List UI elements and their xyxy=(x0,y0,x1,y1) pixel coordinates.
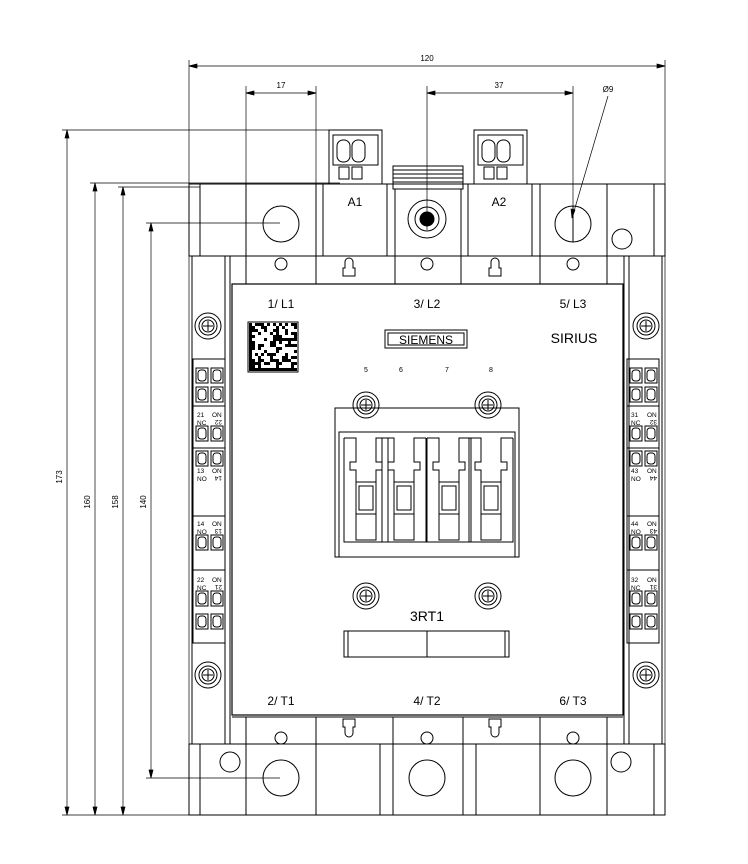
aux-number-8: 8 xyxy=(489,367,493,374)
left-upper-side: ON xyxy=(212,412,222,419)
left-upper-rot: 22 xyxy=(214,418,222,425)
siemens-logo: SIEMENS xyxy=(384,329,468,349)
terminal-t3 xyxy=(539,716,608,816)
aux-number-7: 7 xyxy=(445,367,449,374)
screw-8 xyxy=(632,661,660,689)
dim-158: 158 xyxy=(111,495,120,509)
screw-7 xyxy=(194,661,222,689)
left-lower1-type: NO xyxy=(197,529,207,536)
contact-1 xyxy=(343,437,389,543)
left-lower2-side: ON xyxy=(212,577,222,584)
right-upper-side: ON xyxy=(647,412,657,419)
contact-4 xyxy=(468,437,514,543)
contact-block xyxy=(334,407,520,558)
left-mid-type: NO xyxy=(197,476,207,483)
right-mid-rot: 44 xyxy=(649,474,657,481)
coil-center-terminal xyxy=(392,165,464,285)
right-lower2-num: 32 xyxy=(631,577,639,584)
label-plate xyxy=(343,630,510,658)
left-mid-rot: 14 xyxy=(214,474,222,481)
contact-2 xyxy=(381,437,427,543)
dim-120: 120 xyxy=(420,54,434,63)
line-terminal-label-2: 3/ L2 xyxy=(414,297,441,311)
left-lower1-side: ON xyxy=(212,521,222,528)
right-lower2-side: ON xyxy=(647,577,657,584)
load-terminal-label-1: 2/ T1 xyxy=(267,694,294,708)
load-terminal-label-2: 4/ T2 xyxy=(413,694,440,708)
left-upper-num: 21 xyxy=(197,412,205,419)
terminal-t1 xyxy=(245,716,317,816)
main-contacts xyxy=(343,437,514,543)
right-lower1-rot: 43 xyxy=(649,527,657,534)
right-mid-side: ON xyxy=(647,468,657,475)
right-lower2-rot: 31 xyxy=(649,583,657,590)
screws xyxy=(194,312,660,689)
a2-label: A2 xyxy=(492,195,507,209)
right-mid-type: NO xyxy=(631,476,641,483)
datamatrix-code xyxy=(247,321,299,373)
contact-3 xyxy=(426,437,472,543)
left-lower2-type: NC xyxy=(197,585,207,592)
coil-terminal-a1 xyxy=(322,129,388,257)
aux-block-right xyxy=(626,358,660,644)
line-terminal-label-3: 5/ L3 xyxy=(560,297,587,311)
screw-4 xyxy=(474,582,502,610)
right-upper-num: 31 xyxy=(631,412,639,419)
left-upper-type: NC xyxy=(197,420,207,427)
aux-block-left xyxy=(192,358,226,644)
line-terminal-label-1: 1/ L1 xyxy=(268,297,295,311)
dim-160: 160 xyxy=(83,495,92,509)
terminal-l3 xyxy=(539,183,608,285)
screw-2 xyxy=(474,391,502,419)
screw-3 xyxy=(352,582,380,610)
left-lower1-rot: 13 xyxy=(214,527,222,534)
screw-5 xyxy=(194,312,222,340)
left-lower2-rot: 21 xyxy=(214,583,222,590)
brand-text: SIEMENS xyxy=(399,333,453,347)
right-upper-rot: 32 xyxy=(649,418,657,425)
dim-37: 37 xyxy=(495,81,504,90)
load-terminal-label-3: 6/ T3 xyxy=(559,694,586,708)
right-upper-type: NC xyxy=(631,420,641,427)
coil-terminal-a2 xyxy=(467,129,533,257)
terminal-t2 xyxy=(379,716,477,816)
screw-1 xyxy=(352,391,380,419)
left-lower1-num: 14 xyxy=(197,521,205,528)
dim-diameter: Ø9 xyxy=(603,85,614,94)
left-mid-side: ON xyxy=(212,468,222,475)
aux-number-6: 6 xyxy=(399,367,403,374)
screw-6 xyxy=(632,312,660,340)
left-lower2-num: 22 xyxy=(197,577,205,584)
right-mid-num: 43 xyxy=(631,468,639,475)
aux-number-5: 5 xyxy=(364,367,368,374)
dim-17: 17 xyxy=(277,81,286,90)
right-lower1-type: NO xyxy=(631,529,641,536)
terminal-l1 xyxy=(245,183,317,285)
right-lower1-side: ON xyxy=(647,521,657,528)
right-lower2-type: NC xyxy=(631,585,641,592)
sirius-label: SIRIUS xyxy=(551,330,598,346)
model-label: 3RT1 xyxy=(410,608,444,624)
dim-140: 140 xyxy=(139,495,148,509)
left-mid-num: 13 xyxy=(197,468,205,475)
dim-173: 173 xyxy=(55,470,64,484)
a1-label: A1 xyxy=(348,195,363,209)
right-lower1-num: 44 xyxy=(631,521,639,528)
